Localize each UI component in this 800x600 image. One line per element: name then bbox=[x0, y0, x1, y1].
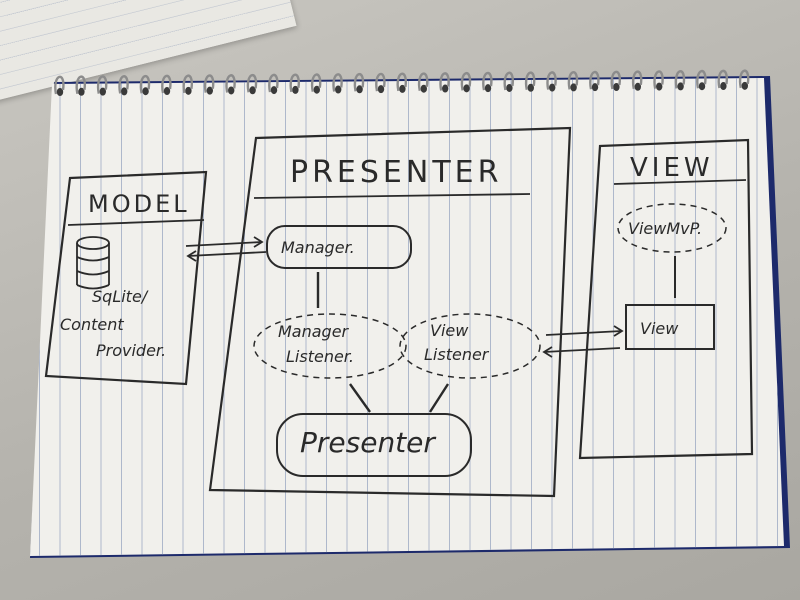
spiral-loop bbox=[246, 74, 258, 93]
model-box: MODEL SqLite/ Content Provider. bbox=[44, 170, 208, 386]
spiral-hole bbox=[249, 86, 256, 95]
spiral-binding bbox=[54, 69, 750, 96]
spiral-hole bbox=[121, 87, 128, 96]
view-box: VIEW bbox=[578, 138, 754, 460]
spiral-hole bbox=[656, 82, 663, 91]
spiral-loop bbox=[589, 70, 600, 90]
spiral-hole bbox=[677, 82, 684, 91]
spiral-loop bbox=[54, 75, 65, 95]
listener-connectors bbox=[349, 383, 450, 413]
spiral-hole bbox=[506, 83, 513, 92]
spiral-loop bbox=[289, 73, 300, 93]
manager-listener-line1: Manager bbox=[278, 322, 350, 341]
presenter-node-label: Presenter bbox=[300, 426, 436, 459]
model-storage-line1: SqLite/ bbox=[92, 287, 149, 306]
spiral-hole bbox=[163, 87, 171, 96]
spiral-loop bbox=[268, 73, 279, 93]
spiral-hole bbox=[185, 86, 192, 95]
spiral-loop bbox=[332, 73, 343, 92]
view-mvp-label: ViewMvP. bbox=[628, 219, 702, 238]
spiral-hole bbox=[313, 85, 320, 94]
spiral-hole bbox=[741, 81, 748, 90]
spiral-loop bbox=[567, 71, 579, 90]
spiral-loop bbox=[696, 70, 707, 89]
spiral-hole bbox=[270, 86, 278, 95]
spiral-hole bbox=[720, 82, 727, 91]
spiral-hole bbox=[484, 84, 492, 93]
spiral-hole bbox=[228, 86, 235, 95]
view-node-label: View bbox=[640, 319, 679, 338]
spiral-loop bbox=[139, 75, 151, 94]
presenter-node: Presenter bbox=[276, 413, 472, 477]
presenter-title: PRESENTER bbox=[290, 155, 502, 190]
spiral-hole bbox=[634, 82, 641, 91]
spiral-loop bbox=[546, 71, 557, 90]
spiral-hole bbox=[335, 85, 342, 94]
presenter-box: PRESENTER bbox=[208, 126, 572, 498]
spiral-hole bbox=[78, 87, 85, 96]
spiral-loop bbox=[417, 72, 429, 91]
spiral-loop bbox=[503, 71, 514, 91]
spiral-loop bbox=[203, 74, 215, 93]
spiral-loop bbox=[653, 70, 664, 89]
page-rules bbox=[30, 78, 784, 556]
presenter-view-arrows bbox=[542, 325, 624, 358]
spiral-loop bbox=[717, 69, 728, 89]
spiral-loop bbox=[310, 73, 322, 92]
spiral-loop bbox=[375, 72, 386, 92]
spiral-hole bbox=[420, 84, 427, 93]
spiral-loop bbox=[610, 70, 621, 90]
spiral-hole bbox=[591, 83, 599, 92]
model-title: MODEL bbox=[88, 190, 190, 218]
spiral-loop bbox=[225, 74, 236, 93]
spiral-hole bbox=[356, 85, 363, 94]
spiral-hole bbox=[698, 82, 706, 91]
spiral-loop bbox=[396, 72, 407, 92]
spiral-hole bbox=[463, 84, 470, 93]
spiral-loop bbox=[631, 70, 643, 90]
manager-listener-line2: Listener. bbox=[286, 347, 354, 366]
spiral-hole bbox=[99, 87, 107, 96]
spiral-hole bbox=[570, 83, 577, 92]
spiral-hole bbox=[206, 86, 213, 95]
spiral-loop bbox=[738, 69, 750, 89]
spiral-hole bbox=[613, 82, 620, 91]
spiral-loop bbox=[460, 72, 472, 91]
spiral-hole bbox=[399, 84, 406, 93]
view-title: VIEW bbox=[630, 153, 714, 183]
spiral-loop bbox=[439, 72, 450, 91]
view-mvp-node: ViewMvP. bbox=[617, 203, 727, 253]
spiral-hole bbox=[527, 83, 534, 92]
spiral-hole bbox=[549, 83, 556, 92]
model-storage-line3: Provider. bbox=[96, 341, 166, 360]
database-icon bbox=[76, 236, 110, 290]
view-listener-line2: Listener bbox=[424, 345, 490, 364]
spiral-loop bbox=[118, 75, 129, 94]
spiral-loop bbox=[182, 74, 193, 94]
spiral-hole bbox=[56, 88, 64, 96]
manager-node: Manager. bbox=[266, 225, 412, 269]
spiral-hole bbox=[377, 85, 385, 94]
spiral-hole bbox=[442, 84, 449, 93]
view-listener-line1: View bbox=[430, 321, 469, 340]
spiral-loop bbox=[96, 75, 108, 94]
model-storage-line2: Content bbox=[60, 315, 124, 334]
spiral-loop bbox=[161, 74, 172, 94]
spiral-loop bbox=[482, 71, 493, 91]
manager-listener-node: Manager Listener. bbox=[253, 313, 407, 379]
manager-label: Manager. bbox=[281, 238, 355, 257]
spiral-loop bbox=[524, 71, 536, 90]
spiral-loop bbox=[674, 70, 686, 89]
spiral-loop bbox=[353, 73, 365, 92]
spiral-hole bbox=[292, 85, 299, 94]
spiral-loop bbox=[75, 75, 86, 95]
model-presenter-arrows bbox=[185, 236, 267, 262]
spiral-hole bbox=[142, 87, 149, 96]
view-listener-node: View Listener bbox=[399, 313, 541, 379]
view-node: View bbox=[625, 304, 715, 350]
